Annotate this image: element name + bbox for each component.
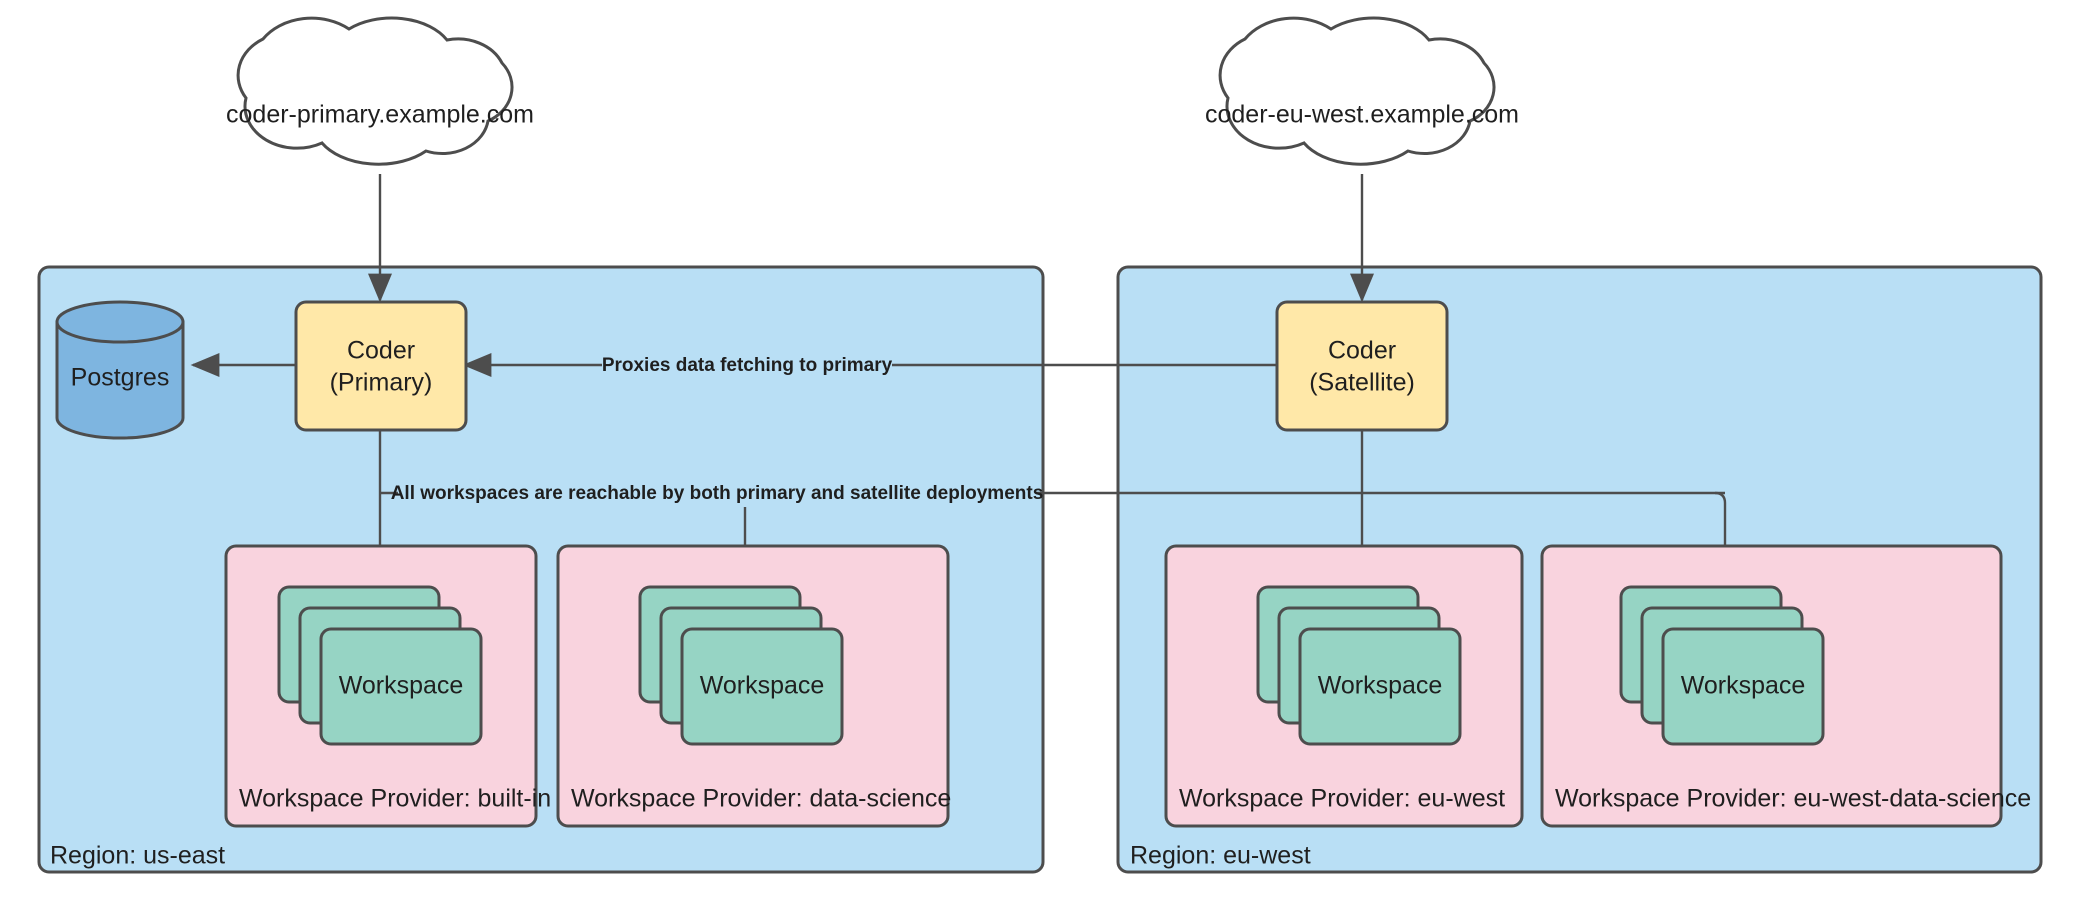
edge-label-backing-proxies — [602, 352, 892, 378]
edge-satellite-to-primary: Proxies data fetching to primary — [462, 352, 1277, 378]
provider-data-science: Workspace Workspace Provider: data-scien… — [556, 544, 951, 828]
postgres-database: Postgres — [55, 300, 185, 440]
postgres-label: Postgres — [71, 364, 170, 392]
workspace-card-front — [1661, 627, 1825, 746]
workspace-card-front — [680, 627, 844, 746]
workspace-label: Workspace — [1681, 672, 1806, 700]
cloud-eu-west: coder-eu-west.example.com — [1205, 16, 1519, 166]
edge-label-proxies-data-fetching: Proxies data fetching to primary — [602, 355, 893, 376]
cloud-eu-west-label: coder-eu-west.example.com — [1205, 101, 1519, 129]
coder-satellite-node: Coder (Satellite) — [1275, 300, 1449, 432]
edge-label-backing-reachable — [398, 481, 1036, 507]
provider-eu-west-data-science: Workspace Workspace Provider: eu-west-da… — [1540, 544, 2031, 828]
provider-eu-west: Workspace Workspace Provider: eu-west — [1164, 544, 1524, 828]
region-us-east-label: Region: us-east — [50, 842, 225, 870]
provider-eu-west-data-science-label: Workspace Provider: eu-west-data-science — [1555, 785, 2031, 813]
workspace-label: Workspace — [1318, 672, 1443, 700]
workspace-label: Workspace — [339, 672, 464, 700]
cloud-primary-label: coder-primary.example.com — [226, 101, 534, 129]
postgres-cylinder-top — [55, 300, 185, 344]
provider-built-in: Workspace Workspace Provider: built-in — [224, 544, 551, 828]
coder-satellite-box — [1275, 300, 1449, 432]
workspace-stack-eu-west: Workspace — [1256, 585, 1462, 746]
coder-satellite-label-line2: (Satellite) — [1309, 369, 1415, 397]
coder-primary-label-line2: (Primary) — [330, 369, 433, 397]
provider-data-science-label: Workspace Provider: data-science — [571, 785, 951, 813]
workspace-card-front — [319, 627, 483, 746]
workspace-stack-eu-west-data-science: Workspace — [1619, 585, 1825, 746]
workspace-card-front — [1298, 627, 1462, 746]
provider-eu-west-label: Workspace Provider: eu-west — [1179, 785, 1505, 813]
coder-primary-box — [294, 300, 468, 432]
edge-label-workspaces-reachable: All workspaces are reachable by both pri… — [391, 483, 1044, 504]
provider-built-in-label: Workspace Provider: built-in — [239, 785, 551, 813]
coder-primary-node: Coder (Primary) — [294, 300, 468, 432]
workspace-label: Workspace — [700, 672, 825, 700]
coder-primary-label-line1: Coder — [347, 337, 415, 365]
postgres-cylinder-body — [55, 320, 185, 440]
region-eu-west-label: Region: eu-west — [1130, 842, 1311, 870]
workspace-stack-data-science: Workspace — [638, 585, 844, 746]
cloud-primary: coder-primary.example.com — [226, 16, 534, 166]
workspace-stack-built-in: Workspace — [277, 585, 483, 746]
coder-satellite-label-line1: Coder — [1328, 337, 1396, 365]
